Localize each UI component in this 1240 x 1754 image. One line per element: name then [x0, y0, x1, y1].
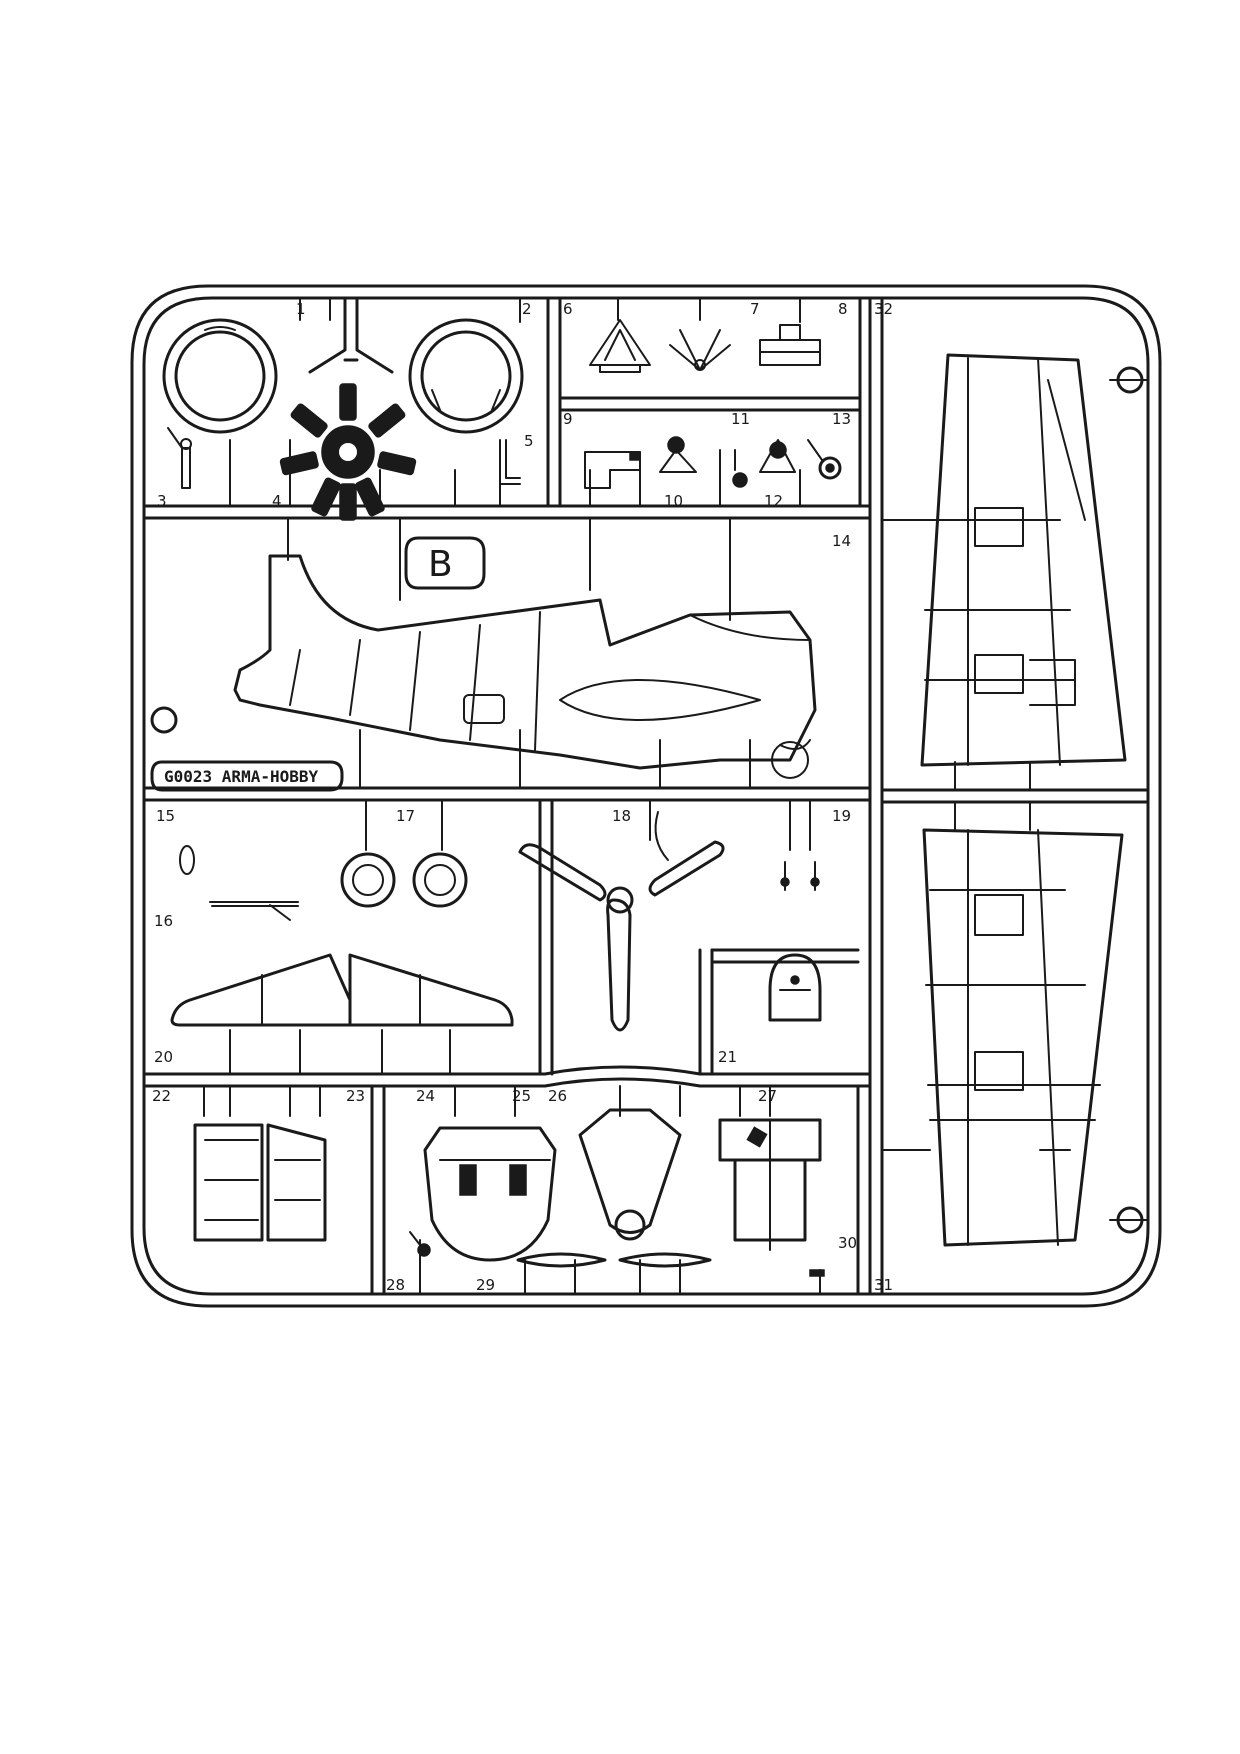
part-instrument-frame-26: [578, 1108, 682, 1241]
part-label-14: 14: [832, 532, 851, 550]
part-label-31: 31: [874, 1276, 893, 1294]
sprue-code: G0023 ARMA-HOBBY: [164, 767, 318, 786]
y-connector: [308, 296, 394, 374]
part-tail-stabilizer-20: [170, 953, 514, 1027]
part-label-4: 4: [272, 492, 282, 510]
frame-rings: [150, 366, 1144, 1234]
part-radial-engine-4: [279, 383, 417, 521]
part-16: [209, 901, 299, 921]
part-bracket-8: [759, 324, 821, 366]
part-label-18: 18: [612, 807, 631, 825]
part-bracket-7: [669, 329, 731, 371]
part-wing-upper-32: [920, 353, 1127, 767]
part-label-19: 19: [832, 807, 851, 825]
part-label-12: 12: [764, 492, 783, 510]
part-rod-3: [167, 427, 192, 489]
part-label-16: 16: [154, 912, 173, 930]
part-labels: 1 2 3 4 5 6 7 8 9 10 11 12 13 14 15 16 1…: [152, 300, 893, 1294]
part-label-6: 6: [563, 300, 573, 318]
part-flap-22: [193, 1123, 264, 1242]
part-28: [409, 1231, 431, 1257]
part-label-20: 20: [154, 1048, 173, 1066]
part-label-28: 28: [386, 1276, 405, 1294]
part-wheel-pair-17: [340, 852, 468, 908]
part-flap-23: [266, 1123, 327, 1242]
part-label-11: 11: [731, 410, 750, 428]
part-cockpit-tub-27: [718, 1118, 822, 1251]
part-engine-cowl-ring-1: [162, 318, 278, 434]
part-wheel-11: [719, 449, 748, 488]
part-gear-leg-9: [584, 451, 641, 489]
part-fuselage-half-14: [233, 554, 817, 779]
part-label-15: 15: [156, 807, 175, 825]
part-label-22: 22: [152, 1087, 171, 1105]
part-label-5: 5: [524, 432, 534, 450]
part-label-9: 9: [563, 410, 573, 428]
part-label-21: 21: [718, 1048, 737, 1066]
sprue-frame-outer: [130, 284, 1162, 1308]
part-label-30: 30: [838, 1234, 857, 1252]
part-label-13: 13: [832, 410, 851, 428]
part-engine-cowl-ring-2: [408, 318, 524, 434]
sprue-code-badge: [150, 760, 344, 792]
part-label-3: 3: [157, 492, 167, 510]
part-wheel-12: [759, 439, 796, 473]
part-label-1: 1: [296, 300, 306, 318]
part-bracket-6: [589, 319, 651, 373]
part-label-23: 23: [346, 1087, 365, 1105]
part-propeller-18: [518, 811, 725, 1032]
part-label-26: 26: [548, 1087, 567, 1105]
part-cockpit-floor-24-25: [423, 1126, 557, 1262]
part-15: [179, 845, 195, 875]
part-label-2: 2: [522, 300, 532, 318]
part-19: [780, 861, 820, 891]
part-wheel-10: [659, 436, 697, 473]
part-lens-pair-29: [516, 1252, 712, 1268]
part-label-25: 25: [512, 1087, 531, 1105]
part-5: [499, 439, 521, 485]
part-label-27: 27: [758, 1087, 777, 1105]
part-wing-lower-31: [922, 828, 1124, 1247]
sprue-letter-badge: [404, 536, 486, 590]
part-label-10: 10: [664, 492, 683, 510]
part-label-29: 29: [476, 1276, 495, 1294]
sprue-letter: B: [428, 544, 453, 585]
part-wheel-13: [807, 439, 842, 480]
part-label-32: 32: [874, 300, 893, 318]
part-seat-21: [768, 953, 822, 1022]
part-label-17: 17: [396, 807, 415, 825]
part-label-8: 8: [838, 300, 848, 318]
part-30: [809, 1269, 825, 1277]
part-label-7: 7: [750, 300, 760, 318]
runners: [142, 296, 1150, 1296]
part-label-24: 24: [416, 1087, 435, 1105]
sprue-frame-inner: [142, 296, 1150, 1296]
